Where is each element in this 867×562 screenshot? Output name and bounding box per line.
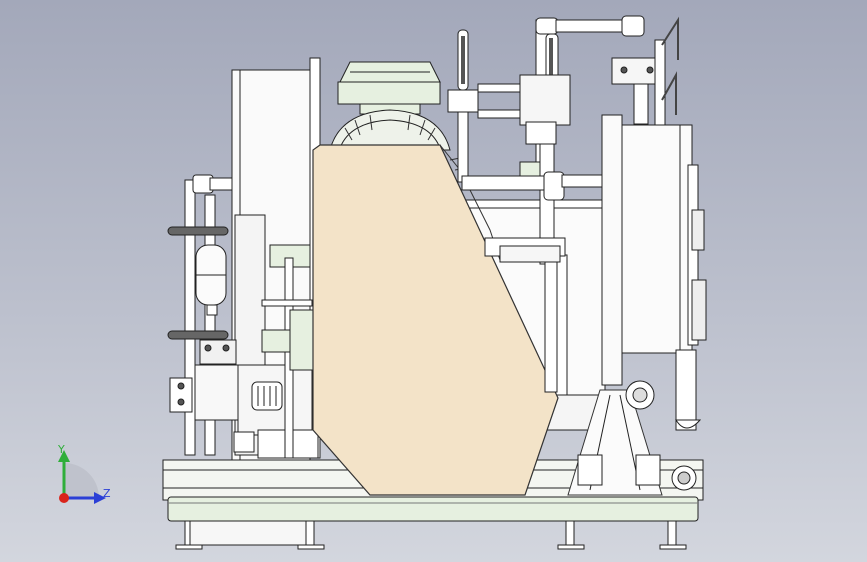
support-truss[interactable]	[567, 380, 697, 496]
triad-quadrant	[64, 463, 99, 498]
belt-guard[interactable]	[312, 144, 559, 496]
coordinate-triad	[58, 450, 106, 504]
top-right-valve[interactable]	[611, 16, 679, 131]
central-piping[interactable]	[447, 15, 645, 393]
z-axis-label: Z	[103, 487, 111, 500]
motor[interactable]	[329, 61, 451, 151]
inlet-block[interactable]	[233, 244, 321, 459]
y-axis-arrow-icon	[58, 450, 70, 462]
y-axis-label: Y	[58, 443, 65, 456]
left-piping[interactable]	[167, 174, 241, 456]
control-cabinet[interactable]	[601, 114, 707, 431]
origin-x-axis-icon	[59, 493, 69, 503]
z-axis-arrow-icon	[94, 492, 106, 504]
